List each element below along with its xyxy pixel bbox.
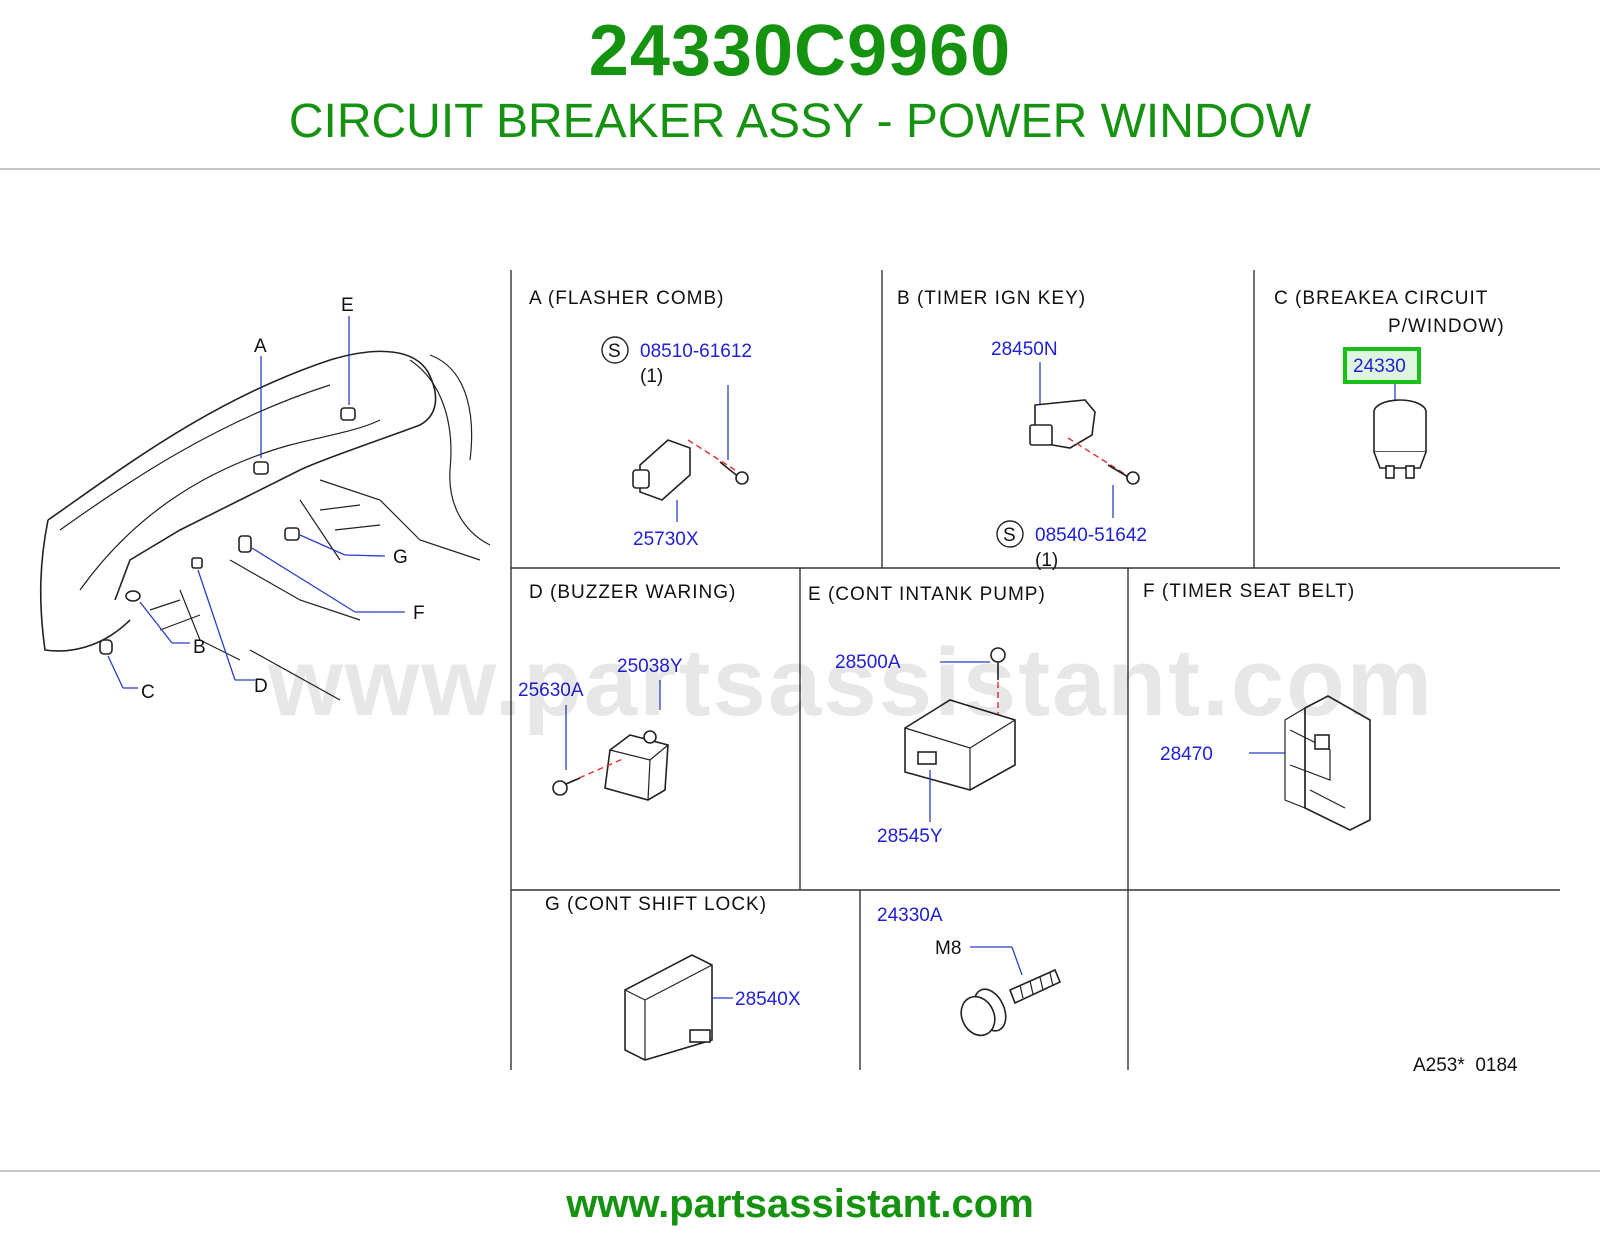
header-divider xyxy=(0,168,1600,170)
panel-a-title: A (FLASHER COMB) xyxy=(529,288,724,309)
location-label-a: A xyxy=(254,336,267,357)
header: 24330C9960 CIRCUIT BREAKER ASSY - POWER … xyxy=(0,0,1600,168)
location-label-b: B xyxy=(193,637,206,658)
panel-f-title: F (TIMER SEAT BELT) xyxy=(1143,581,1355,602)
screw-symbol-a: S xyxy=(608,341,621,362)
panel-c-title-line1: C (BREAKEA CIRCUIT xyxy=(1274,288,1488,309)
highlight-box xyxy=(1343,347,1421,384)
location-label-f: F xyxy=(413,603,425,624)
location-label-e: E xyxy=(341,295,354,316)
watermark: www.partsassistant.com xyxy=(267,629,1434,736)
callout-08540-51642[interactable]: 08540-51642 xyxy=(1035,525,1147,546)
callout-28500a[interactable]: 28500A xyxy=(835,652,901,673)
panel-c-circuit-breaker: C (BREAKEA CIRCUIT P/WINDOW) 24330 xyxy=(1274,288,1505,479)
panel-g-shift-lock: G (CONT SHIFT LOCK) 28540X xyxy=(545,894,801,1061)
panel-d-buzzer: D (BUZZER WARING) 25630A 25038Y xyxy=(518,582,736,801)
part-name-subtitle: CIRCUIT BREAKER ASSY - POWER WINDOW xyxy=(288,95,1312,148)
part-number-title: 24330C9960 xyxy=(588,11,1012,91)
callout-25038y[interactable]: 25038Y xyxy=(617,656,683,677)
callout-08510-61612[interactable]: 08510-61612 xyxy=(640,341,752,362)
panel-bolt: 24330A M8 xyxy=(877,905,1062,1037)
callout-24330a[interactable]: 24330A xyxy=(877,905,943,926)
panel-g-title: G (CONT SHIFT LOCK) xyxy=(545,894,767,915)
callout-24330[interactable]: 24330 xyxy=(1353,356,1406,377)
panel-b-timer-ign-key: B (TIMER IGN KEY) 28450N S 08540-51642 (… xyxy=(897,288,1147,571)
panel-e-title: E (CONT INTANK PUMP) xyxy=(808,584,1046,605)
location-label-d: D xyxy=(254,676,268,697)
bolt-size-label: M8 xyxy=(935,938,961,959)
panel-c-title-line2: P/WINDOW) xyxy=(1388,316,1505,337)
screw-symbol-b: S xyxy=(1003,525,1016,546)
qty-label-a: (1) xyxy=(640,366,663,387)
panel-f-timer-seat-belt: F (TIMER SEAT BELT) 28470 xyxy=(1143,581,1371,831)
panel-b-title: B (TIMER IGN KEY) xyxy=(897,288,1086,309)
callout-28540x[interactable]: 28540X xyxy=(735,989,801,1010)
dashboard-overview-drawing: E A G F B D C xyxy=(39,295,491,703)
panel-e-intank-pump: E (CONT INTANK PUMP) 28500A 28545Y xyxy=(808,584,1046,847)
panel-d-title: D (BUZZER WARING) xyxy=(529,582,736,603)
qty-label-b: (1) xyxy=(1035,550,1058,571)
footer-divider xyxy=(0,1170,1600,1172)
location-label-g: G xyxy=(393,547,408,568)
footer-website-link[interactable]: www.partsassistant.com xyxy=(566,1182,1034,1226)
panel-a-flasher: A (FLASHER COMB) S 08510-61612 (1) 25730… xyxy=(529,288,752,550)
callout-28450n[interactable]: 28450N xyxy=(991,339,1058,360)
location-label-c: C xyxy=(141,682,155,703)
figure-code: A253* 0184 xyxy=(1413,1055,1518,1076)
callout-25630a[interactable]: 25630A xyxy=(518,680,584,701)
panel-grid xyxy=(510,270,1560,1070)
callout-25730x[interactable]: 25730X xyxy=(633,529,699,550)
callout-28545y[interactable]: 28545Y xyxy=(877,826,943,847)
callout-28470[interactable]: 28470 xyxy=(1160,744,1213,765)
